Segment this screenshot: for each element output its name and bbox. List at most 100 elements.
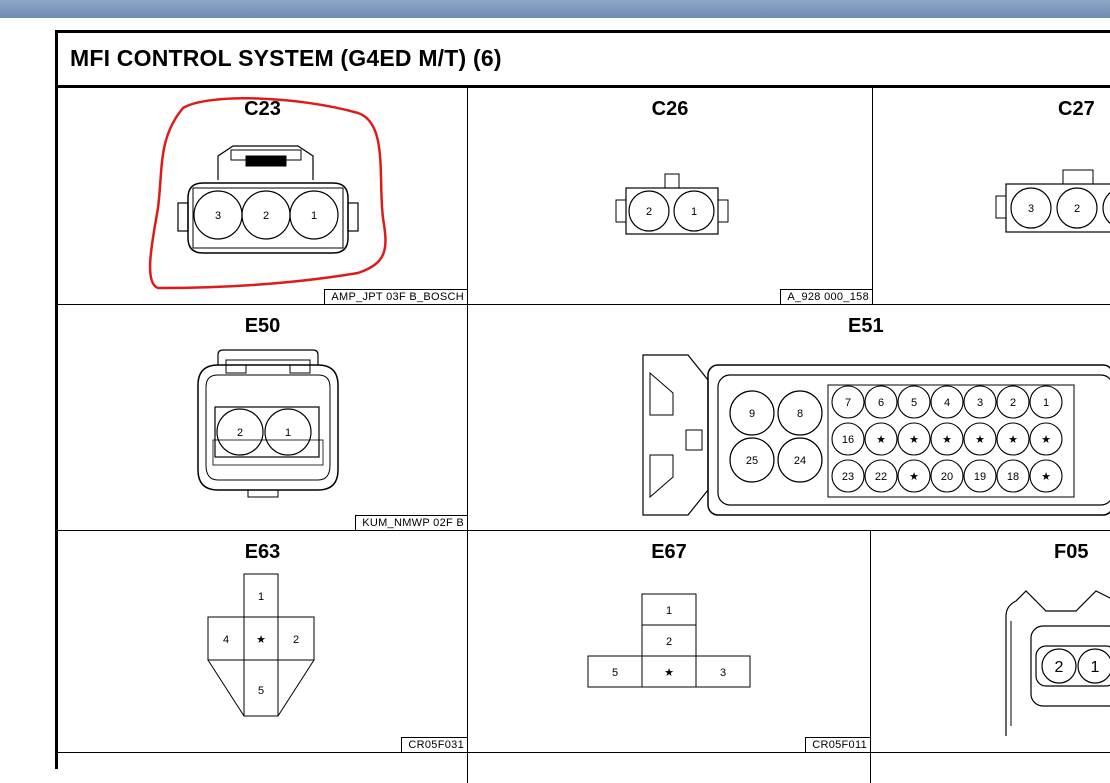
connector-name-e67: E67: [651, 541, 687, 563]
e63-pin-label: 1: [258, 591, 264, 603]
e63-pin-label: 5: [258, 685, 264, 697]
e51-small-pin-label: 3: [977, 397, 983, 409]
e67-pin-label: 3: [720, 667, 726, 679]
e51-small-pin: [831, 385, 865, 419]
e51-small-pin: [930, 422, 964, 456]
e67-pin-label: 2: [666, 636, 672, 648]
title-divider: [58, 85, 1110, 88]
connector-name-e63: E63: [244, 541, 281, 563]
red-highlight-mark: [148, 97, 387, 290]
connector-drawing-f05: 2 1: [1005, 590, 1110, 736]
e50-pin-label: 1: [285, 427, 291, 439]
cell-e67: E67 1 2 5 ★ 3 CR05F011: [468, 531, 871, 753]
c26-pin-label: 2: [646, 206, 652, 218]
e51-small-pin: [930, 459, 964, 493]
connector-name-c23: C23: [244, 98, 281, 120]
connector-code-c26: A_928 000_158: [780, 289, 872, 304]
connector-name-e51: E51: [848, 315, 884, 337]
cell-c27: C27 3 2: [873, 88, 1110, 305]
connector-code-c23: AMP_JPT 03F B_BOSCH: [324, 289, 467, 304]
e67-pin-label: 5: [612, 667, 618, 679]
e50-pin-label: 2: [237, 427, 243, 439]
connector-drawing-c23: 3 2 1: [148, 97, 387, 290]
sheet-title: MFI CONTROL SYSTEM (G4ED M/T) (6): [70, 45, 502, 71]
connector-code-e50: KUM_NMWP 02F B: [355, 515, 467, 530]
cell-e50: E50 2 1 KUM_NMWP 02F B: [58, 305, 468, 531]
e51-small-pin: [1029, 385, 1063, 419]
c23-pin-label: 1: [311, 210, 317, 222]
connector-name-f05: F05: [1054, 541, 1089, 563]
connector-drawing-e50: 2 1: [197, 349, 339, 498]
cell-row4-left: [58, 753, 468, 783]
e51-small-pin: [963, 422, 997, 456]
e51-small-pin-label: ★: [942, 434, 952, 446]
e51-small-pin-label: 16: [842, 434, 854, 446]
e51-big-pin-label: 25: [746, 455, 758, 467]
e51-small-pin-label: 18: [1007, 471, 1019, 483]
e51-small-pin-label: 7: [845, 397, 851, 409]
connector-drawing-e63: 1 4 ★ 2 5: [207, 573, 315, 717]
f05-pin-label: 1: [1091, 659, 1100, 676]
e51-small-pin-label: 2: [1010, 397, 1016, 409]
e51-small-pin-label: 19: [974, 471, 986, 483]
e51-small-pin: [864, 459, 898, 493]
e67-pin-label: 1: [666, 605, 672, 617]
connector-drawing-c26: 2 1: [615, 173, 729, 235]
cell-c23: C23 3 2 1 AMP_JPT 03F B_BOSCH: [58, 88, 468, 305]
e63-pin-label: ★: [256, 634, 266, 646]
e51-big-pin-label: 24: [794, 455, 806, 467]
connector-drawing-c27: 3 2: [995, 169, 1110, 233]
c27-pin-label: 3: [1028, 203, 1034, 215]
e63-pin-label: 4: [223, 634, 229, 646]
e51-small-pin: [831, 422, 865, 456]
e51-small-pin-label: ★: [876, 434, 886, 446]
c27-pin-label: 2: [1074, 203, 1080, 215]
e51-small-pin: [996, 422, 1030, 456]
cell-c26: C26 2 1 A_928 000_158: [468, 88, 873, 305]
c23-pin-label: 3: [215, 210, 221, 222]
connector-code-e67: CR05F011: [805, 737, 870, 752]
e51-small-pin: [1029, 422, 1063, 456]
e51-small-pin-label: ★: [1008, 434, 1018, 446]
e63-pin-label: 2: [293, 634, 299, 646]
e51-small-pin: [963, 459, 997, 493]
connector-name-e50: E50: [244, 315, 281, 337]
cell-f05: F05 2 1: [871, 531, 1110, 753]
connector-name-c27: C27: [1058, 98, 1095, 120]
e51-small-pin: [996, 385, 1030, 419]
e51-small-pin-label: ★: [975, 434, 985, 446]
window-title-bar: [0, 0, 1110, 18]
connector-sheet: MFI CONTROL SYSTEM (G4ED M/T) (6) C23 3 …: [55, 30, 1110, 783]
e51-small-pin-label: ★: [909, 471, 919, 483]
e51-small-pin-label: ★: [1041, 434, 1051, 446]
connector-code-e63: CR05F031: [401, 737, 467, 752]
e51-big-pin-label: 9: [749, 408, 755, 420]
e51-small-pin: [897, 422, 931, 456]
e51-small-pin-label: 4: [944, 397, 950, 409]
e67-pin-label: ★: [664, 667, 674, 679]
e51-small-pin-label: 23: [842, 471, 854, 483]
e51-small-pin: [1029, 459, 1063, 493]
e51-big-pin-label: 8: [797, 408, 803, 420]
e51-small-pin: [996, 459, 1030, 493]
f05-pin-label: 2: [1055, 659, 1064, 676]
e51-small-pin: [864, 422, 898, 456]
e51-small-pin-label: 1: [1043, 397, 1049, 409]
e51-small-pin: [864, 385, 898, 419]
e51-small-pin: [897, 385, 931, 419]
e51-small-pin: [930, 385, 964, 419]
e51-small-pin-label: ★: [909, 434, 919, 446]
cell-row4-right: [871, 753, 1110, 783]
e51-small-pin-label: 20: [941, 471, 953, 483]
e51-small-pin: [831, 459, 865, 493]
cell-row4-mid: [468, 753, 871, 783]
e51-small-pin-label: ★: [1041, 471, 1051, 483]
c23-pin-label: 2: [263, 210, 269, 222]
e51-small-pin: [963, 385, 997, 419]
e51-small-pin-label: 22: [875, 471, 887, 483]
c23-pin-1-circle: [289, 190, 339, 240]
e51-small-pin: [897, 459, 931, 493]
e51-small-pin-label: 5: [911, 397, 917, 409]
